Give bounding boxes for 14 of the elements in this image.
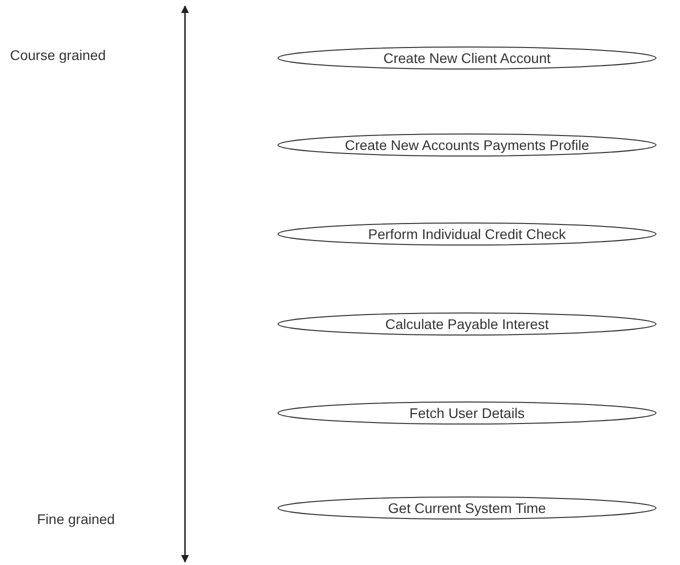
ellipse-node — [277, 222, 657, 246]
node-label: Create New Accounts Payments Profile — [344, 137, 590, 153]
ellipse-node — [277, 401, 657, 425]
scale-label: Fine grained — [37, 511, 115, 527]
scale-label: Course grained — [10, 47, 106, 63]
node-label: Fetch User Details — [409, 405, 525, 421]
node-label: Calculate Payable Interest — [385, 316, 549, 332]
ellipse-node — [277, 133, 657, 157]
ellipse-node — [277, 312, 657, 336]
ellipse-node — [277, 496, 657, 520]
node-label: Create New Client Account — [383, 50, 551, 66]
node-label: Get Current System Time — [388, 500, 546, 516]
node-label: Perform Individual Credit Check — [368, 226, 566, 242]
ellipse-node — [277, 46, 657, 70]
